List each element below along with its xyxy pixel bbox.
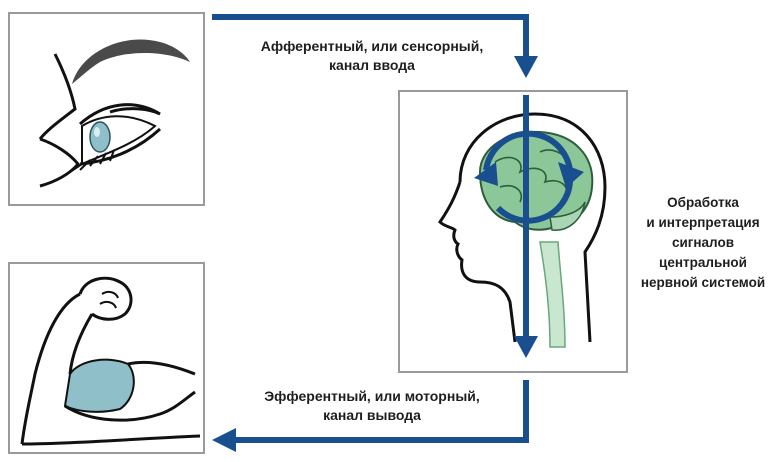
eye-icon (10, 14, 203, 204)
arm-panel (8, 262, 205, 454)
efferent-arrowhead-icon (212, 428, 236, 452)
cns-label-line-2: и интерпретация (630, 213, 776, 233)
cns-label-line-3: сигналов (630, 233, 776, 253)
cns-label-line-5: нервной системой (630, 273, 776, 293)
biceps-shape (65, 360, 134, 412)
flexed-arm-icon (10, 264, 203, 452)
efferent-label: Эфферентный, или моторный, канал вывода (222, 387, 522, 425)
afferent-label-line-1: Афферентный, или сенсорный, (222, 37, 522, 56)
afferent-label-line-2: канал ввода (222, 56, 522, 75)
head-brain-icon (400, 92, 626, 371)
brain-panel (398, 90, 628, 373)
afferent-label: Афферентный, или сенсорный, канал ввода (222, 37, 522, 75)
efferent-label-line-2: канал вывода (222, 406, 522, 425)
iris-shape (90, 122, 110, 152)
eye-panel (8, 12, 205, 206)
cns-label-line-1: Обработка (630, 193, 776, 213)
efferent-label-line-1: Эфферентный, или моторный, (222, 387, 522, 406)
cns-label-line-4: центральной (630, 253, 776, 273)
cns-processing-label: Обработка и интерпретация сигналов центр… (630, 193, 776, 293)
